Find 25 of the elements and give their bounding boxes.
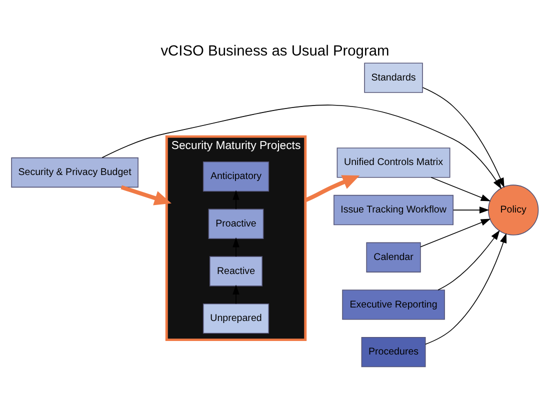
arrow [425,233,507,345]
node-box: Proactive [208,208,264,239]
node-box: Calendar [366,242,421,272]
arrow [420,218,491,248]
node-box: Unprepared [202,303,270,334]
arrow [232,190,240,210]
arrow [438,230,500,290]
arrow [453,206,490,214]
arrow [430,177,491,202]
node-box: Issue Tracking Workflow [334,194,454,226]
node-box: Standards [364,62,423,93]
arrow [102,104,502,190]
node-box: Security & Privacy Budget [11,157,138,188]
node-box: Unified Controls Matrix [336,148,450,178]
arrow [304,175,360,202]
node-box: Reactive [209,256,263,286]
arrow [232,284,240,304]
node-box: Procedures [361,336,426,368]
diagram-title: vCISO Business as Usual Program [160,43,390,60]
node-circle: Policy [488,184,539,236]
node-box: Executive Reporting [342,290,445,320]
node-box: Anticipatory [202,161,270,192]
arrow [422,87,504,188]
arrow [120,185,172,206]
arrow [232,237,240,257]
